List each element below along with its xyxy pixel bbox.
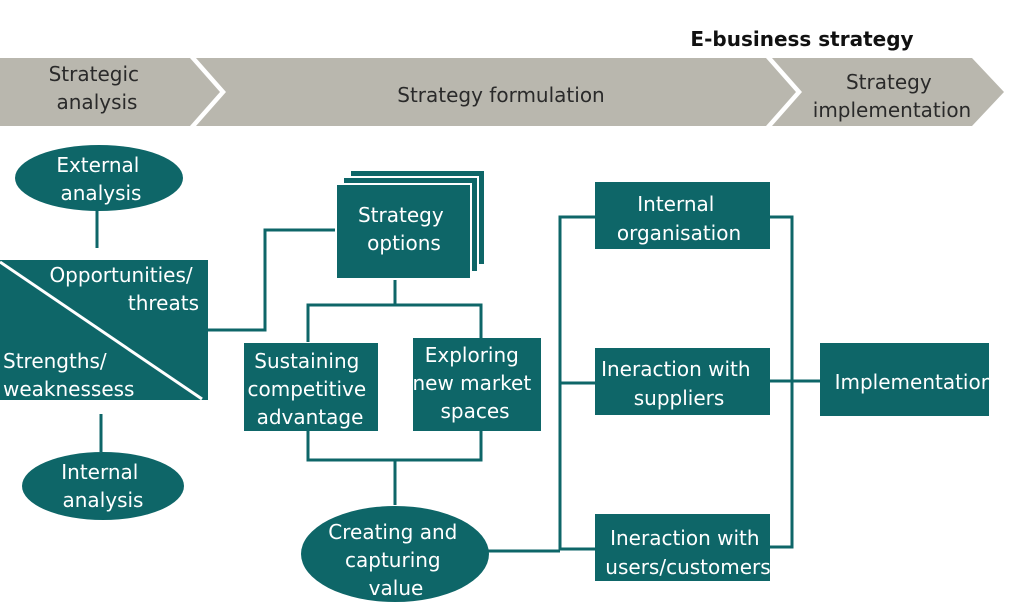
strategy-options-label: Strategy options <box>358 203 450 255</box>
phase-strategic-analysis-chevron <box>0 58 220 126</box>
implementation-label: Implementation <box>835 370 994 394</box>
phase-strategic-analysis-label: Strategic analysis <box>49 62 146 114</box>
external-analysis-ellipse <box>15 145 183 211</box>
phase-strategy-implementation-chevron <box>772 58 1004 126</box>
internal-analysis-label: Internal analysis <box>61 460 144 512</box>
exploring-label: Exploring new market spaces <box>412 343 537 423</box>
strengths-weaknesses-label: Strengths/ weaknessess <box>3 349 134 401</box>
exploring-box <box>413 338 541 431</box>
internal-organisation-box <box>595 182 770 249</box>
phase-strategy-implementation-label: Strategy implementation <box>813 70 971 122</box>
connector-options-branch <box>306 303 483 342</box>
connector-swot-to-options <box>208 228 336 332</box>
connector-options-merge <box>306 431 483 462</box>
phase-strategy-formulation-label: Strategy formulation <box>397 83 604 107</box>
phase-strategy-formulation-chevron <box>196 58 796 126</box>
diagram-title: E-business strategy <box>690 27 913 51</box>
phase-banner: Strategic analysis Strategy formulation … <box>0 58 1004 126</box>
internal-organisation-label: Internal organisation <box>617 192 741 245</box>
strategy-options-stack <box>335 169 486 280</box>
sustaining-box <box>244 343 378 431</box>
strategy-options-front-card <box>335 183 472 280</box>
interaction-users-label: Ineraction with users/customers <box>605 526 770 579</box>
creating-value-label: Creating and capturing value <box>328 520 463 600</box>
implementation-box <box>820 343 989 416</box>
creating-value-ellipse <box>301 506 489 602</box>
interaction-suppliers-box <box>595 348 770 415</box>
internal-analysis-ellipse <box>22 452 184 520</box>
sustaining-label: Sustaining competitive advantage <box>247 349 372 429</box>
swot-divider <box>0 260 203 401</box>
external-analysis-label: External analysis <box>56 153 145 205</box>
swot-box <box>0 260 208 400</box>
opportunities-threats-label: Opportunities/ threats <box>49 263 199 315</box>
interaction-users-box <box>595 514 770 581</box>
interaction-suppliers-label: Ineraction with suppliers <box>601 357 757 410</box>
connectors <box>95 208 822 553</box>
